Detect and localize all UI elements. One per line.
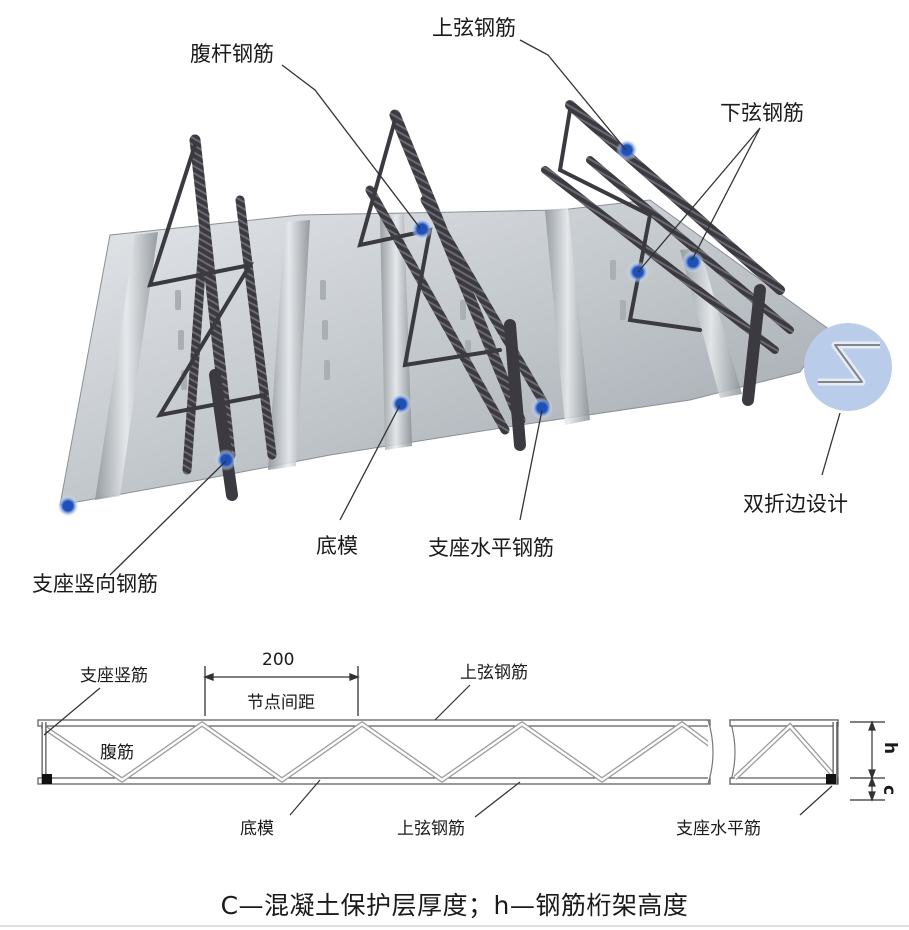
drawing-label-base: 底模 [240, 819, 274, 839]
truss-right [541, 100, 794, 406]
steel-deck-photo [57, 39, 892, 576]
drawing-label-web: 腹筋 [100, 743, 134, 763]
truss-segment-main [37, 719, 714, 785]
marker-base [390, 393, 412, 415]
marker-bottom-chord-1 [682, 251, 704, 273]
drawing-label-support-horizontal: 支座水平筋 [676, 819, 761, 839]
drawing-label-support-vertical: 支座竖筋 [80, 666, 148, 686]
label-support-vertical: 支座竖向钢筋 [32, 572, 158, 596]
truss-section-drawing [37, 666, 885, 818]
drawing-label-c: c [879, 784, 900, 796]
height-dimensions [850, 720, 885, 802]
marker-support-horizontal [531, 397, 553, 419]
drawing-label-h: h [880, 741, 901, 755]
label-top-chord: 上弦钢筋 [432, 16, 516, 40]
photo-leaders [109, 39, 841, 576]
drawing-label-spacing-value: 200 [262, 650, 295, 670]
marker-sheet-edge [57, 495, 79, 517]
drawing-label-top-chord: 上弦钢筋 [460, 663, 528, 683]
label-base-form: 底模 [316, 534, 358, 558]
drawing-leaders [43, 684, 833, 818]
double-fold-detail [804, 323, 892, 411]
label-bottom-chord: 下弦钢筋 [720, 101, 804, 125]
spacing-dimension [203, 666, 360, 716]
drawing-label-bottom-chord: 上弦钢筋 [397, 819, 465, 839]
label-web-rebar: 腹杆钢筋 [190, 42, 274, 66]
label-support-horizontal: 支座水平钢筋 [428, 536, 554, 560]
label-double-fold: 双折边设计 [743, 492, 848, 516]
caption: C—混凝土保护层厚度；h—钢筋桁架高度 [220, 891, 689, 920]
drawing-label-spacing: 节点间距 [247, 693, 315, 713]
truss-segment-right [729, 719, 839, 785]
sheet-ribs [95, 208, 742, 500]
truss-left [147, 134, 277, 501]
